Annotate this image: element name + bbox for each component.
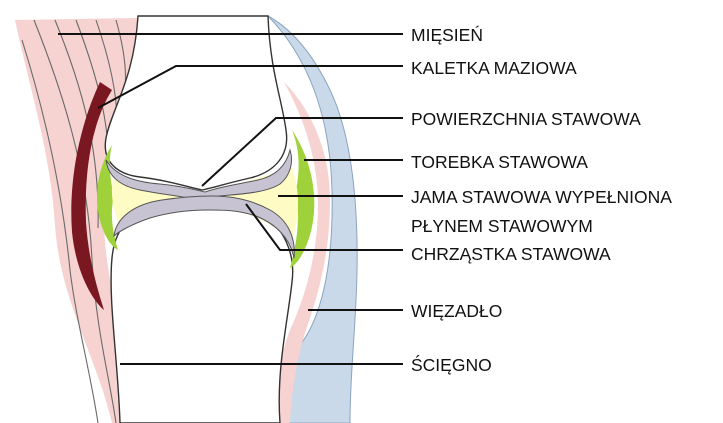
label-miesien: MIĘSIEŃ <box>411 25 483 45</box>
label-jama-stawowa-line1: JAMA STAWOWA WYPEŁNIONA <box>411 187 672 207</box>
label-wiezadlo: WIĘZADŁO <box>411 301 502 321</box>
label-jama-stawowa-line2: PŁYNEM STAWOWYM <box>411 216 593 236</box>
label-torebka-stawowa: TOREBKA STAWOWA <box>411 152 588 172</box>
labels: MIĘSIEŃ KALETKA MAZIOWA POWIERZCHNIA STA… <box>411 25 672 375</box>
label-kaletka-maziowa: KALETKA MAZIOWA <box>411 58 577 78</box>
label-chrzastka-stawowa: CHRZĄSTKA STAWOWA <box>411 244 611 264</box>
label-powierzchnia-stawowa: POWIERZCHNIA STAWOWA <box>411 109 641 129</box>
label-sciegno: ŚCIĘGNO <box>411 354 492 375</box>
